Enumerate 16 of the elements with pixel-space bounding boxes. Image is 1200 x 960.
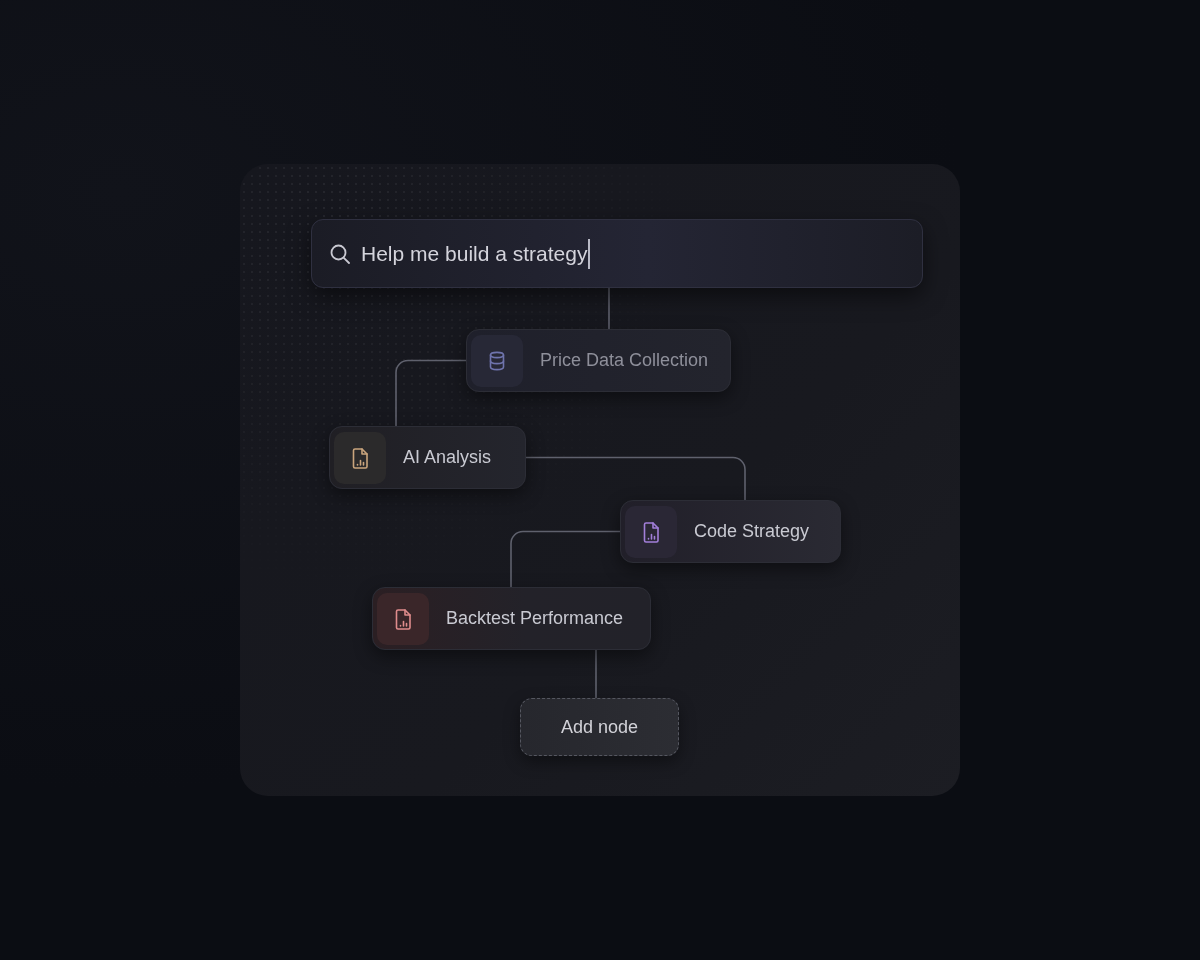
process-card — [372, 587, 651, 650]
process-card — [620, 500, 841, 563]
search-query-text: Help me build a strategy — [361, 241, 588, 266]
node-title: Code Strategy — [694, 521, 810, 542]
add-node-button: Add node — [520, 698, 679, 756]
process-card — [466, 329, 731, 392]
connector-line — [510, 530, 621, 588]
connector-line — [525, 456, 746, 501]
node-title: Backtest Performance — [446, 608, 624, 629]
node-title: AI Analysis — [403, 447, 492, 468]
connector-line — [608, 287, 610, 330]
process-card — [329, 426, 526, 489]
search-field — [311, 219, 923, 288]
connector-line — [595, 649, 597, 699]
connector-line — [395, 359, 467, 427]
node-title: Price Data Collection — [540, 350, 709, 371]
